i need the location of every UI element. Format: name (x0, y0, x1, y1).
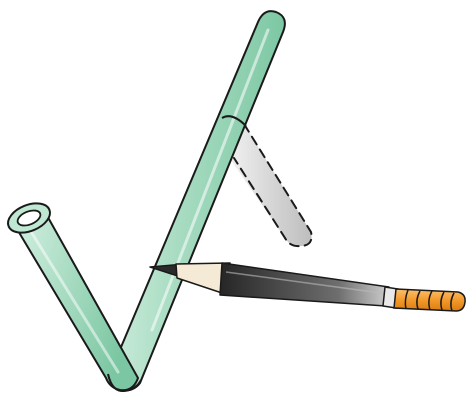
tube-bend (107, 373, 142, 393)
pencil-eraser (393, 288, 466, 312)
pencil-body (219, 262, 390, 307)
dashed-ghost-arm (224, 123, 313, 248)
tube-long-arm (107, 10, 286, 392)
tube-open-end (7, 202, 51, 234)
pencil (149, 262, 466, 312)
tube-short-arm (13, 211, 139, 392)
